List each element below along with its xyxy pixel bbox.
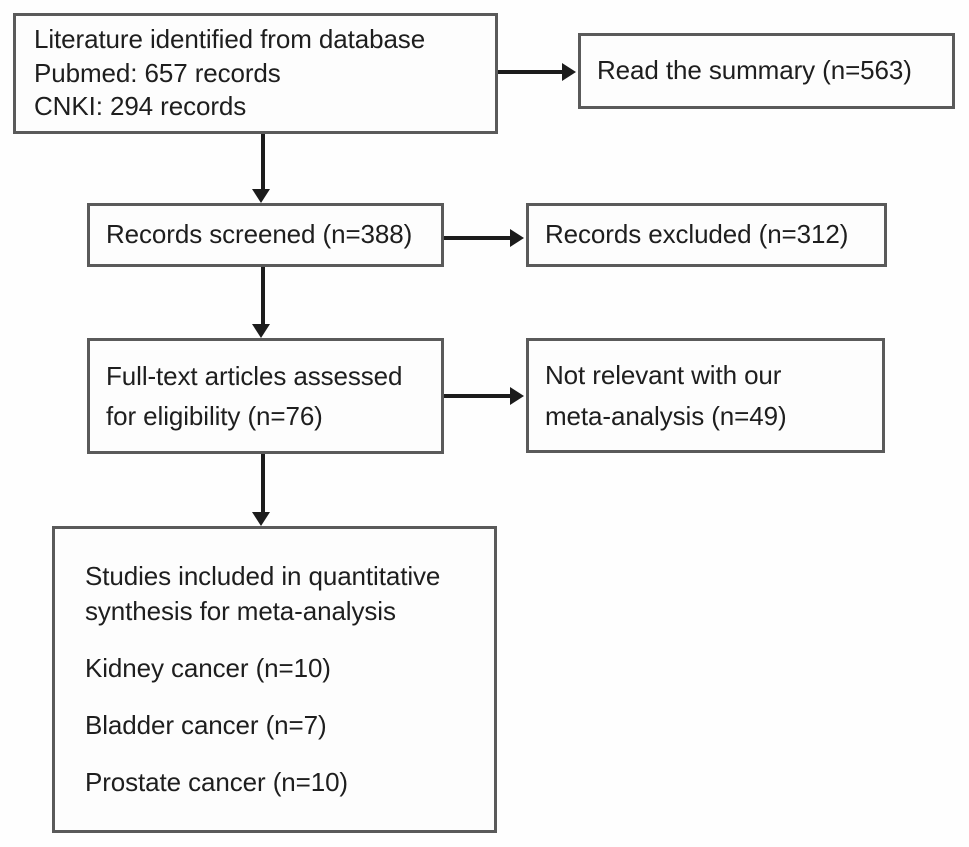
node-studies-included-prostate: Prostate cancer (n=10) (85, 767, 348, 798)
node-studies-included-line-2: synthesis for meta-analysis (85, 595, 396, 626)
node-studies-included: Studies included in quantitative synthes… (52, 526, 497, 833)
arrowhead-right-icon-screened-to-excluded (510, 229, 524, 247)
node-literature-identified: Literature identified from database Pubm… (13, 13, 498, 134)
node-read-summary-line-1: Read the summary (n=563) (597, 55, 912, 86)
node-fulltext-assessed: Full-text articles assessed for eligibil… (87, 338, 444, 454)
node-not-relevant-line-2: meta-analysis (n=49) (545, 400, 787, 431)
arrowhead-down-icon-fulltext-to-included (252, 512, 270, 526)
connector-fulltext-to-notrelevant (444, 394, 512, 398)
node-records-excluded-line-1: Records excluded (n=312) (545, 219, 849, 250)
connector-identified-to-screened (261, 134, 265, 189)
node-read-summary: Read the summary (n=563) (578, 33, 955, 109)
node-studies-included-bladder: Bladder cancer (n=7) (85, 710, 327, 741)
connector-fulltext-to-included (261, 454, 265, 512)
node-fulltext-assessed-line-2: for eligibility (n=76) (106, 401, 323, 431)
connector-identified-to-summary (498, 70, 564, 74)
connector-screened-to-excluded (444, 236, 512, 240)
node-studies-included-line-1: Studies included in quantitative (85, 560, 441, 591)
node-not-relevant: Not relevant with our meta-analysis (n=4… (526, 338, 885, 453)
connector-screened-to-fulltext (261, 267, 265, 324)
node-literature-identified-line-3: CNKI: 294 records (34, 91, 247, 122)
node-not-relevant-line-1: Not relevant with our (545, 360, 782, 391)
node-records-screened-line-1: Records screened (n=388) (106, 219, 413, 250)
node-fulltext-assessed-line-1: Full-text articles assessed (106, 360, 403, 391)
node-records-screened: Records screened (n=388) (87, 203, 444, 267)
node-studies-included-kidney: Kidney cancer (n=10) (85, 652, 331, 683)
node-records-excluded: Records excluded (n=312) (526, 203, 887, 267)
arrowhead-right-icon-fulltext-to-notrelevant (510, 387, 524, 405)
arrowhead-right-icon-identified-to-summary (562, 63, 576, 81)
arrowhead-down-icon-identified-to-screened (252, 189, 270, 203)
arrowhead-down-icon-screened-to-fulltext (252, 324, 270, 338)
node-literature-identified-line-2: Pubmed: 657 records (34, 57, 281, 88)
node-literature-identified-line-1: Literature identified from database (34, 23, 426, 54)
